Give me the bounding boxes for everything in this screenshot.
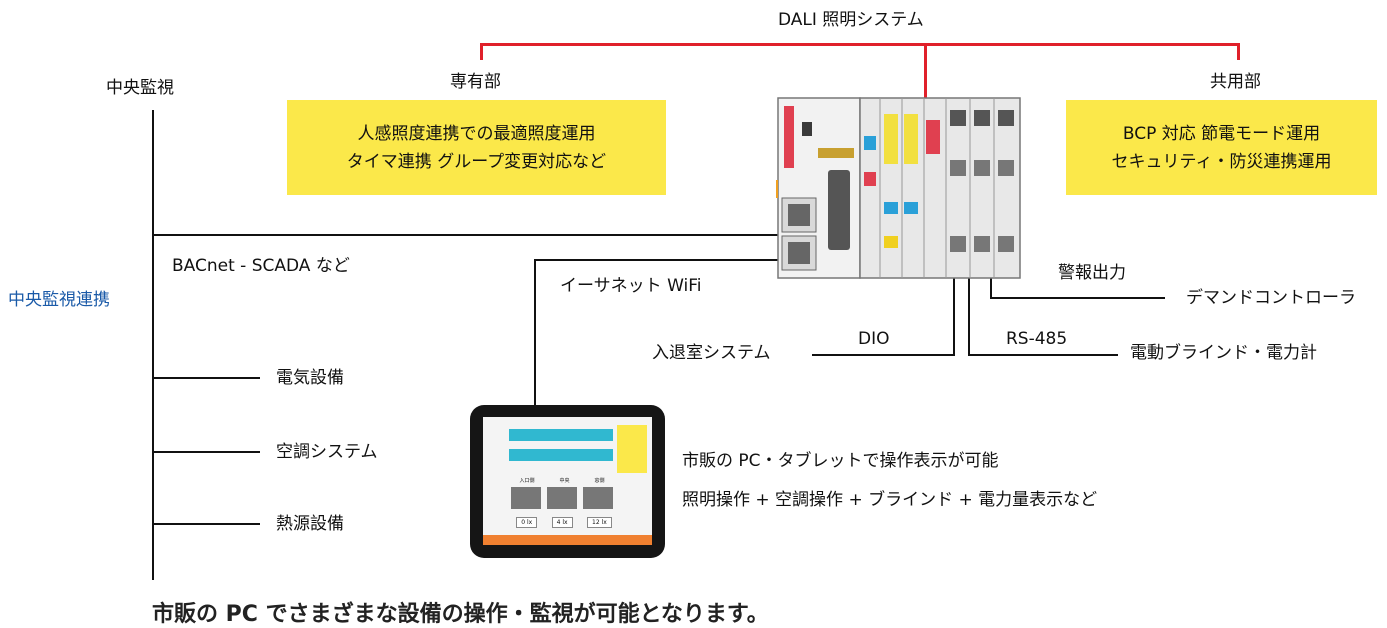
central-link-label: 中央監視連携 — [8, 290, 110, 310]
private-area-line1: 人感照度連携での最適照度運用 — [357, 123, 596, 144]
tablet-side-panel — [617, 425, 647, 473]
ethernet-vertical-line — [534, 259, 536, 407]
tablet-footer-bar — [483, 535, 652, 545]
tablet-lux-3: 12 lx — [587, 517, 612, 528]
private-area-line2: タイマ連携 グループ変更対応など — [346, 151, 607, 172]
demand-controller-label: デマンドコントローラ — [1186, 288, 1356, 308]
tablet-scene-row — [509, 429, 613, 441]
dio-label: DIO — [858, 329, 890, 349]
common-area-box: BCP 対応 節電モード運用 セキュリティ・防災連携運用 — [1066, 100, 1377, 195]
tablet-camera-1 — [511, 487, 541, 509]
tablet-lux-2: 4 lx — [551, 517, 573, 528]
ethernet-horizontal-line — [534, 259, 780, 261]
dali-bus-center-drop — [924, 43, 927, 103]
dio-line — [812, 354, 955, 356]
bacnet-label: BACnet - SCADA など — [172, 256, 350, 276]
tablet-lux-row: 0 lx 4 lx 12 lx — [509, 517, 619, 528]
tablet-screen: 入口側 中央 窓側 0 lx 4 lx 12 lx — [483, 417, 652, 545]
branch-heat-label: 熱源設備 — [276, 514, 344, 534]
ethernet-label: イーサネット WiFi — [560, 276, 702, 296]
tablet-scene-row-2 — [509, 449, 613, 461]
alarm-drop-line — [990, 278, 992, 298]
dali-bus-left-drop — [480, 43, 483, 60]
rs485-drop-line — [968, 278, 970, 355]
tablet-device: 入口側 中央 窓側 0 lx 4 lx 12 lx — [470, 405, 665, 558]
dali-bus-right-drop — [1237, 43, 1240, 60]
rs485-line — [968, 354, 1118, 356]
tablet-zone-2: 中央 — [559, 478, 570, 484]
entry-system-label: 入退室システム — [652, 343, 771, 363]
private-area-box: 人感照度連携での最適照度運用 タイマ連携 グループ変更対応など — [287, 100, 666, 195]
tablet-note-1: 市販の PC・タブレットで操作表示が可能 — [682, 451, 999, 471]
central-trunk-line — [152, 110, 154, 580]
alarm-line — [990, 297, 1165, 299]
tablet-zone-labels: 入口側 中央 窓側 — [507, 477, 617, 484]
dali-title: DALI 照明システム — [778, 10, 924, 30]
common-area-line2: セキュリティ・防災連携運用 — [1111, 151, 1332, 172]
central-monitoring-label: 中央監視 — [106, 78, 174, 98]
branch-heat-line — [152, 523, 260, 525]
tablet-zone-3: 窓側 — [594, 478, 605, 484]
private-area-heading: 専有部 — [450, 72, 501, 92]
branch-electrical-label: 電気設備 — [276, 368, 344, 388]
tablet-zone-1: 入口側 — [519, 478, 535, 484]
alarm-output-label: 警報出力 — [1058, 263, 1126, 283]
rs485-label: RS-485 — [1006, 329, 1068, 349]
dio-drop-line — [953, 278, 955, 355]
branch-hvac-line — [152, 451, 260, 453]
blind-meter-label: 電動ブラインド・電力計 — [1130, 343, 1317, 363]
tablet-camera-3 — [583, 487, 613, 509]
common-area-line1: BCP 対応 節電モード運用 — [1122, 123, 1321, 144]
bottom-caption: 市販の PC でさまざまな設備の操作・監視が可能となります。 — [152, 602, 769, 627]
tablet-note-2: 照明操作 + 空調操作 + ブラインド + 電力量表示など — [682, 490, 1098, 510]
dali-bus-line — [480, 43, 1240, 46]
common-area-heading: 共用部 — [1210, 72, 1261, 92]
branch-hvac-label: 空調システム — [276, 442, 378, 462]
bacnet-line — [152, 234, 780, 236]
controller-device — [776, 97, 1021, 279]
tablet-lux-1: 0 lx — [516, 517, 538, 528]
tablet-camera-2 — [547, 487, 577, 509]
branch-electrical-line — [152, 377, 260, 379]
